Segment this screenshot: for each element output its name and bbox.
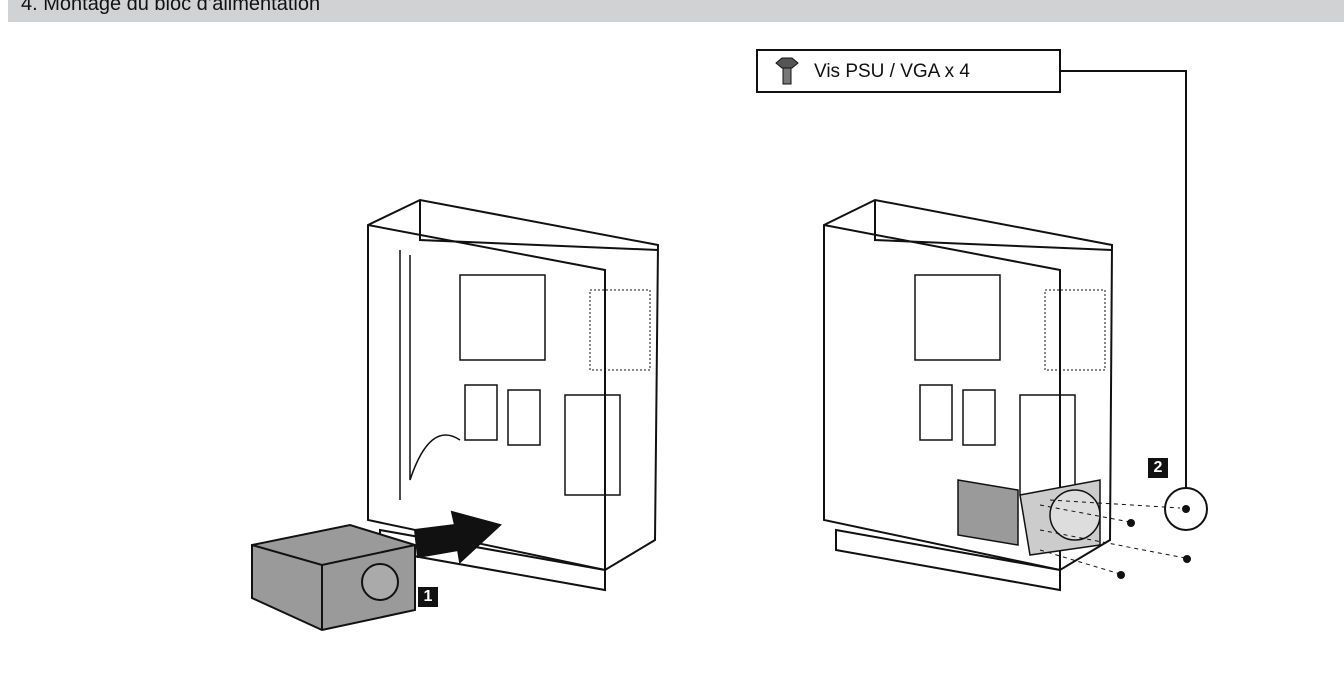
screw-icon bbox=[775, 57, 799, 85]
step-badge-1: 1 bbox=[418, 587, 438, 607]
pc-case-right bbox=[823, 198, 1114, 592]
screw-icons bbox=[1117, 505, 1191, 579]
section-title: 4. Montage du bloc d’alimentation bbox=[21, 0, 321, 15]
screw-guides bbox=[1039, 499, 1186, 575]
insert-arrow-icon bbox=[413, 510, 503, 564]
power-supply-unit bbox=[251, 523, 416, 632]
screw-detail-circle bbox=[1164, 487, 1208, 531]
callout-leader-line bbox=[1061, 70, 1187, 488]
callout-label: Vis PSU / VGA x 4 bbox=[814, 61, 970, 82]
screw-callout-box: Vis PSU / VGA x 4 bbox=[756, 49, 1061, 93]
step-badge-2: 2 bbox=[1148, 458, 1168, 478]
section-header: 4. Montage du bloc d’alimentation bbox=[8, 0, 1344, 22]
pc-case-left bbox=[367, 198, 660, 592]
